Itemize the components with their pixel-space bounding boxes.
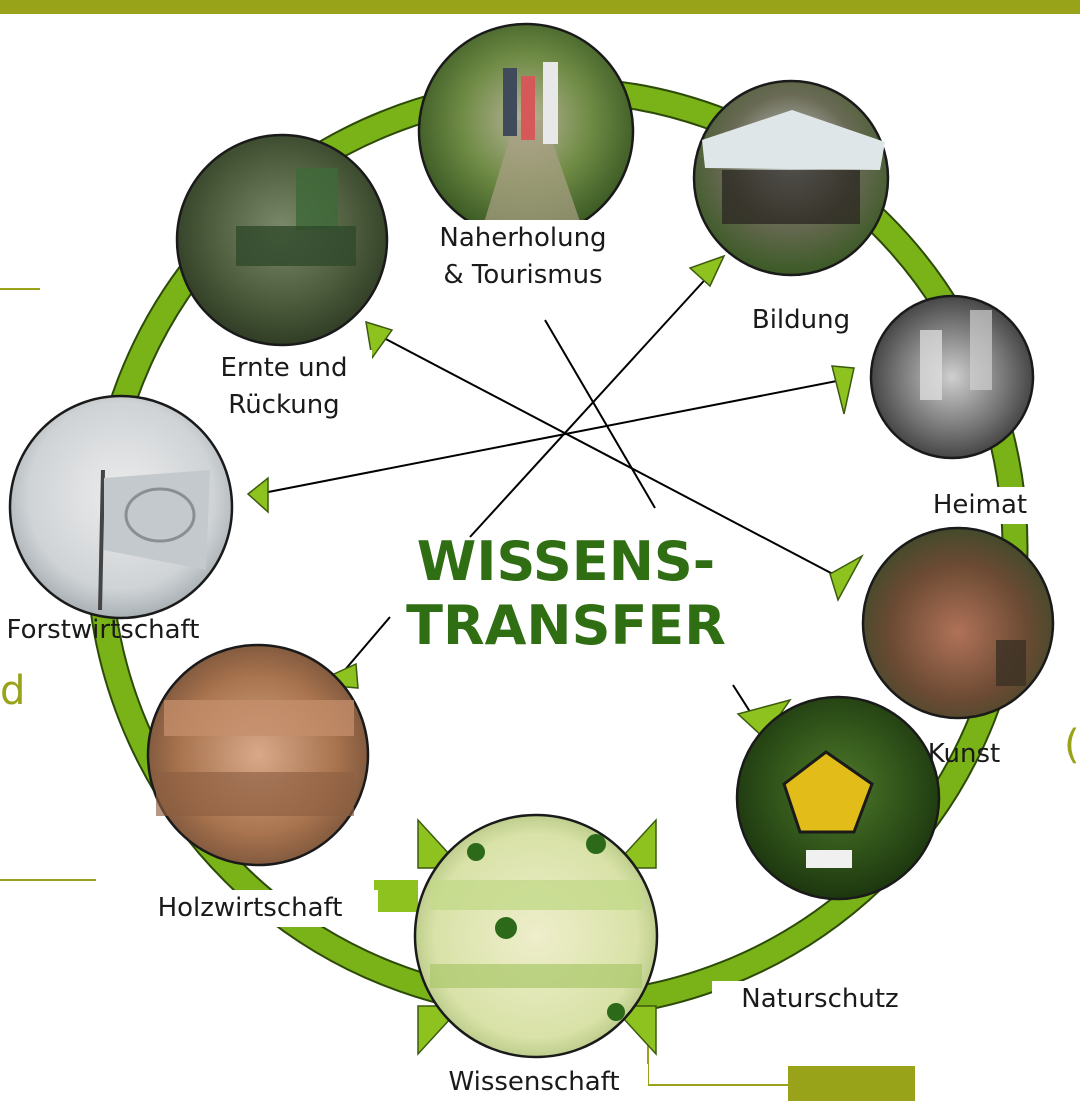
left-slide-fragment: d — [0, 668, 26, 714]
arrowhead-to-forstwirtschaft — [246, 476, 269, 514]
flag-pole — [98, 469, 105, 611]
photo-holzwirtschaft-circle — [146, 643, 370, 867]
photo-bildung — [692, 79, 890, 277]
tree-dot-3 — [495, 917, 517, 939]
center-title-line2: TRANSFER — [406, 594, 726, 657]
bracket-left-block — [374, 880, 418, 912]
line-forst-heimat — [257, 379, 843, 495]
slide-decorations — [0, 288, 915, 1101]
photo-wissenschaft — [413, 813, 659, 1059]
label-heimat: Heimat — [916, 487, 1044, 524]
arrowhead-to-kunst — [829, 554, 864, 602]
arrowhead-to-naherholung — [688, 254, 726, 288]
photo-heimat-circle — [869, 294, 1035, 460]
photo-ernte — [175, 133, 389, 347]
photo-forstwirtschaft — [8, 394, 234, 620]
line-naherholung-center — [544, 319, 656, 509]
label-ernte-line2: Rückung — [228, 390, 340, 420]
label-bildung: Bildung — [738, 302, 864, 339]
arrowhead-to-heimat — [831, 365, 855, 415]
chart-row-2 — [430, 964, 642, 988]
label-forstwirtschaft: Forstwirtschaft — [6, 615, 200, 645]
heimat-figure-1 — [920, 330, 942, 400]
bottom-connector-line — [647, 1040, 790, 1086]
label-naturschutz: Naturschutz — [712, 981, 928, 1018]
label-holzwirtschaft: Holzwirtschaft — [122, 890, 378, 927]
timber-stack-2 — [156, 772, 354, 816]
photo-naherholung-path — [480, 120, 585, 236]
photo-holzwirtschaft — [146, 643, 370, 867]
photo-naherholung — [417, 22, 635, 240]
label-kunst: Kunst — [927, 739, 1001, 769]
label-naherholung: Naherholung & Tourismus — [408, 220, 638, 294]
label-naherholung-line2: & Tourismus — [443, 260, 603, 290]
sign-plate — [806, 850, 852, 868]
photo-kunst-circle — [861, 526, 1055, 720]
line-center-naherholung — [469, 271, 713, 538]
center-title-line1: WISSENS- — [416, 530, 716, 593]
flag-emblem — [124, 487, 196, 543]
bottom-accent-block — [788, 1066, 915, 1101]
harvester-body — [236, 226, 356, 266]
shelter-roof — [702, 110, 885, 170]
chart-row-1 — [430, 880, 642, 910]
kunst-object — [996, 640, 1026, 686]
label-naherholung-line1: Naherholung — [439, 223, 607, 253]
photo-naturschutz — [735, 695, 941, 901]
arrowhead-to-ernte — [365, 320, 394, 360]
owl-sign — [782, 750, 874, 834]
top-accent-bar — [0, 0, 1080, 14]
tree-dot-1 — [467, 843, 485, 861]
photo-kunst — [861, 526, 1055, 720]
center-title: WISSENS- TRANSFER — [386, 530, 746, 658]
harvester-cab — [296, 168, 338, 230]
label-wissenschaft: Wissenschaft — [420, 1064, 648, 1101]
tree-dot-4 — [607, 1003, 625, 1021]
label-ernte: Ernte und Rückung — [196, 350, 372, 424]
walker-2 — [521, 76, 535, 140]
connection-lines — [257, 271, 849, 741]
tree-dot-2 — [586, 834, 606, 854]
shelter-people — [722, 170, 860, 224]
timber-stack-1 — [164, 700, 354, 736]
photo-heimat — [869, 294, 1035, 460]
walker-3 — [543, 62, 558, 144]
walker-1 — [503, 68, 517, 136]
right-slide-fragment: ( — [1064, 722, 1080, 768]
line-ernte-kunst — [379, 335, 849, 583]
photo-nodes — [8, 22, 1055, 1059]
photo-wissenschaft-circle — [413, 813, 659, 1059]
label-ernte-line1: Ernte und — [220, 353, 348, 383]
heimat-figure-2 — [970, 310, 992, 390]
